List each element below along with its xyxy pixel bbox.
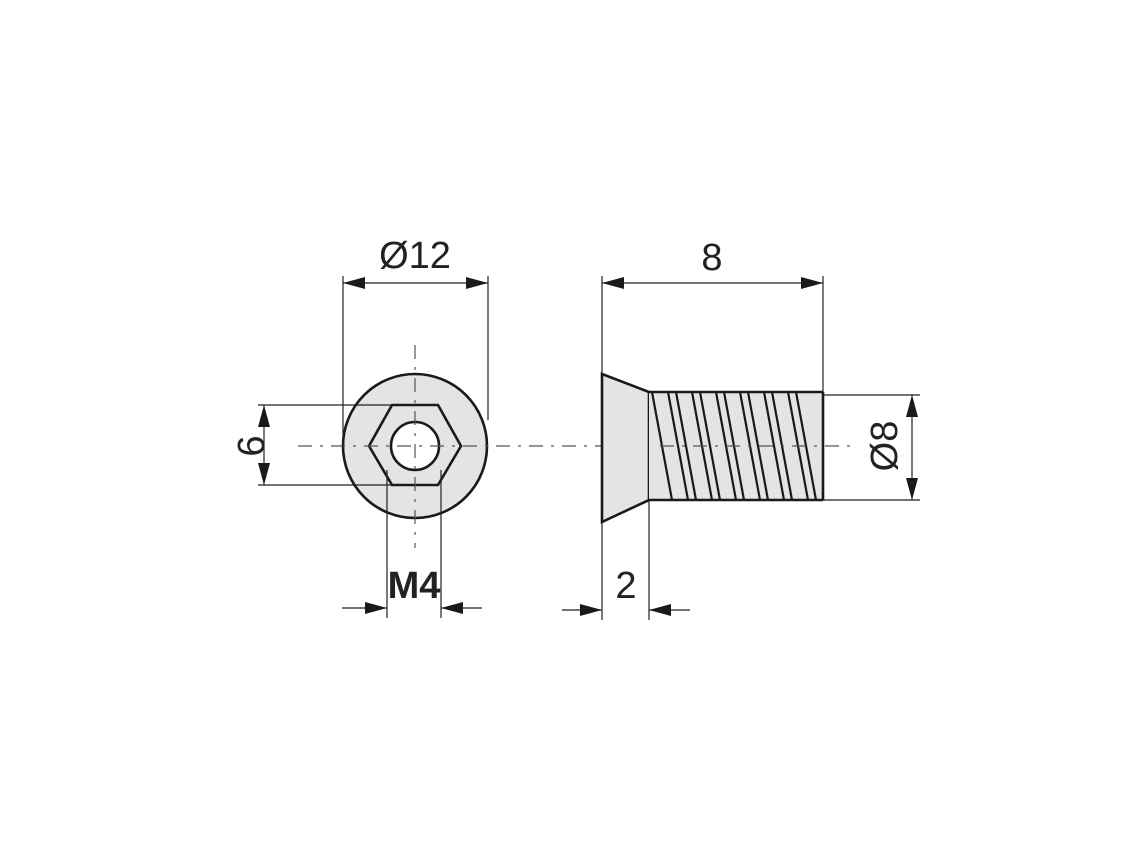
countersunk-head [600, 372, 651, 525]
thread-label: M4 [388, 565, 441, 607]
dim-head-height: 2 [562, 500, 690, 620]
side-view [600, 372, 850, 525]
dim-hex-size: 6 [231, 404, 392, 486]
dim-thread-diameter: Ø8 [823, 394, 920, 501]
thread-diameter-label: Ø8 [864, 421, 906, 472]
head-height-label: 2 [615, 565, 636, 607]
head-diameter-label: Ø12 [379, 235, 451, 277]
hex-size-label: 6 [231, 435, 273, 456]
dim-thread: M4 [342, 470, 482, 618]
dim-head-diameter: Ø12 [342, 235, 489, 446]
front-view [341, 345, 489, 548]
dim-length: 8 [601, 237, 824, 392]
length-label: 8 [701, 237, 722, 279]
